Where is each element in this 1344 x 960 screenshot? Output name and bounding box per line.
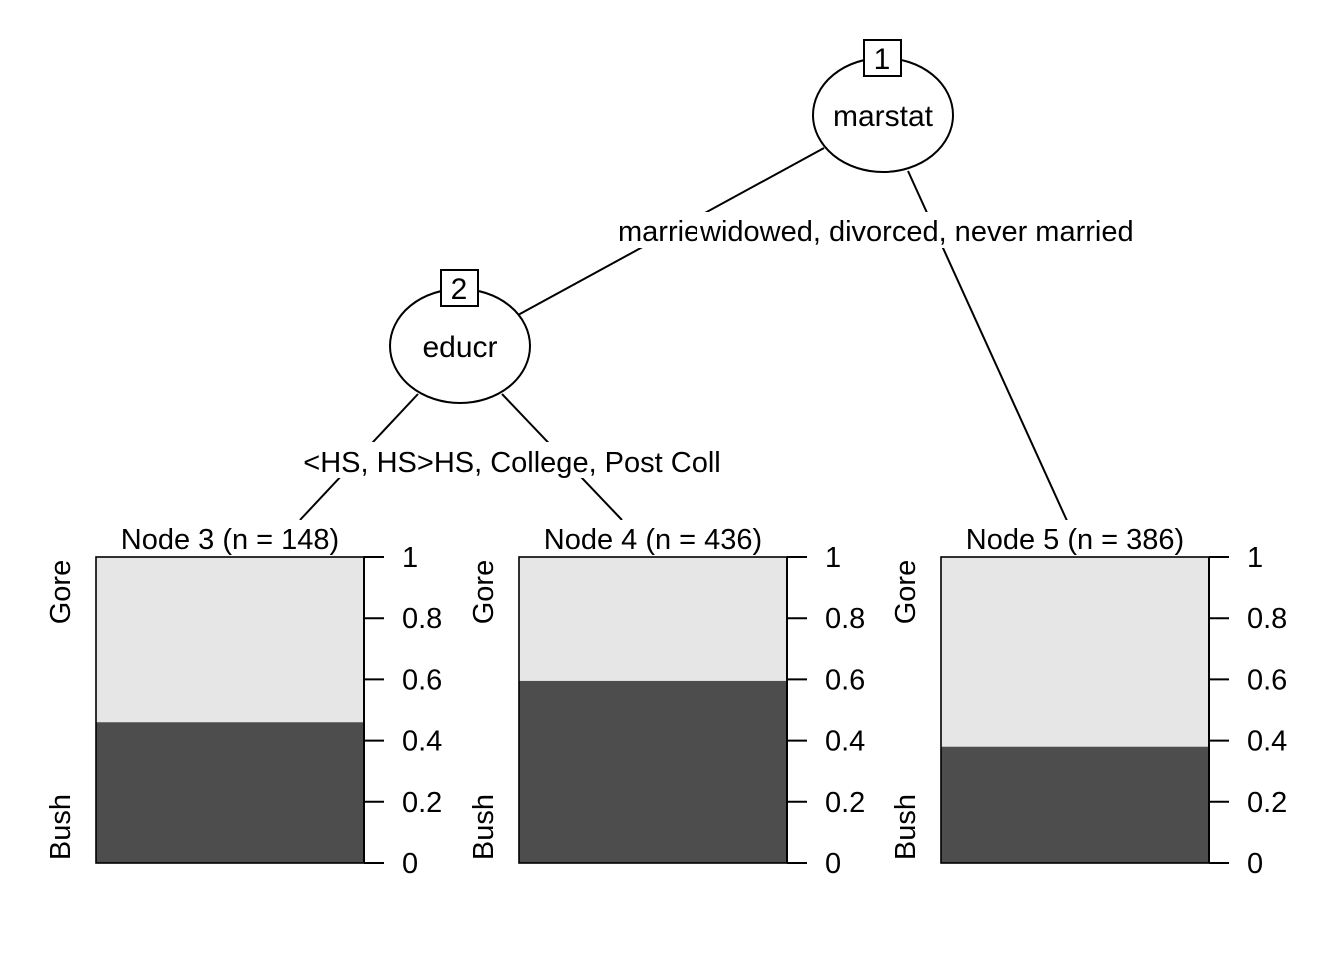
terminal-title-backing	[951, 520, 1199, 555]
axis-tick-label: 0.4	[1247, 726, 1287, 758]
bar-gore	[96, 557, 364, 723]
bar-bush	[941, 746, 1209, 863]
node-variable-educr: educr	[422, 331, 497, 364]
terminal-title: Node 4 (n = 436)	[544, 524, 762, 556]
edge-label-educr-split: <HS, HS>HS, College, Post Coll	[303, 447, 720, 479]
terminal-title-backing	[529, 520, 777, 555]
terminal-nodes: Node 3 (n = 148)GoreBush00.20.40.60.81No…	[45, 520, 1287, 880]
edge-label-n2: <HS, HS>HS, College, Post Coll	[290, 442, 736, 479]
axis-tick-label: 0.6	[1247, 664, 1287, 696]
node-variable-marstat: marstat	[833, 100, 934, 133]
axis-tick-label: 0.2	[1247, 787, 1287, 819]
axis-tick-label: 0	[1247, 848, 1263, 880]
axis-tick-label: 0.8	[1247, 603, 1287, 635]
inner-node-2: 2 educr	[389, 269, 531, 404]
node-id-1: 1	[874, 43, 891, 76]
class-label-bush: Bush	[468, 794, 500, 860]
axis-tick-label: 0.2	[825, 787, 865, 819]
class-label-gore: Gore	[45, 560, 77, 624]
class-label-gore: Gore	[468, 560, 500, 624]
class-label-gore: Gore	[890, 560, 922, 624]
inner-node-1: 1 marstat	[812, 39, 954, 173]
terminal-title: Node 5 (n = 386)	[966, 524, 1184, 556]
class-label-bush: Bush	[890, 794, 922, 860]
terminal-title: Node 3 (n = 148)	[121, 524, 339, 556]
terminal-title-backing	[106, 520, 354, 555]
axis-tick-label: 1	[402, 542, 418, 574]
axis-tick-label: 0.4	[825, 726, 865, 758]
edge-label-widowed-divorced-never-married: widowed, divorced, never married	[699, 216, 1134, 248]
axis-tick-label: 0.6	[825, 664, 865, 696]
axis-tick-label: 0.8	[825, 603, 865, 635]
bar-gore	[941, 557, 1209, 747]
axis-tick-label: 0.4	[402, 726, 442, 758]
axis-tick-label: 1	[1247, 542, 1263, 574]
axis-tick-label: 0.6	[402, 664, 442, 696]
bar-bush	[519, 680, 787, 863]
bar-gore	[519, 557, 787, 681]
edge-label-hs-left: <HS, HS	[303, 447, 417, 479]
axis-tick-label: 0.2	[402, 787, 442, 819]
bar-bush	[96, 722, 364, 863]
class-label-bush: Bush	[45, 794, 77, 860]
edge-label-n1-right: widowed, divorced, never married	[697, 212, 1175, 248]
axis-tick-label: 0.8	[402, 603, 442, 635]
axis-tick-label: 1	[825, 542, 841, 574]
axis-tick-label: 0	[825, 848, 841, 880]
node-id-2: 2	[451, 273, 468, 306]
axis-tick-label: 0	[402, 848, 418, 880]
edge-label-hs-right: >HS, College, Post Coll	[417, 447, 721, 479]
